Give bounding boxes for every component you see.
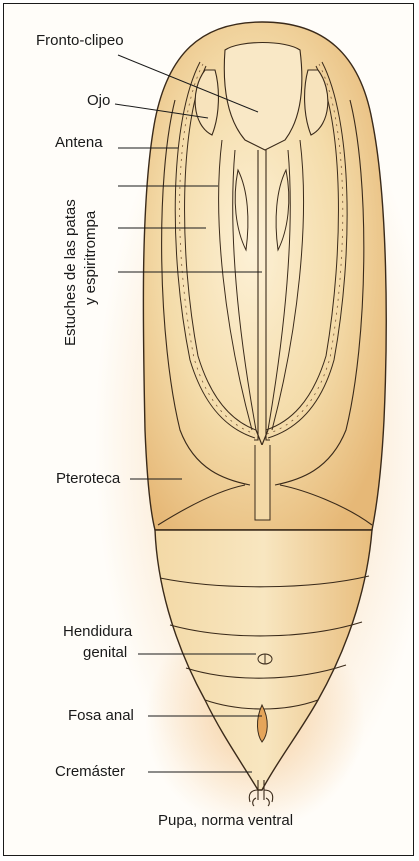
label-pteroteca: Pteroteca xyxy=(56,470,120,488)
label-fosa-anal: Fosa anal xyxy=(68,707,134,725)
label-fronto-clipeo: Fronto-clipeo xyxy=(36,32,124,50)
label-estuches-line1: Estuches de las patas xyxy=(62,199,80,346)
label-ojo: Ojo xyxy=(87,92,110,110)
proboscis-extension xyxy=(255,445,270,520)
caption: Pupa, norma ventral xyxy=(158,812,293,830)
label-estuches-line2: y espiritrompa xyxy=(82,211,100,305)
label-antena: Antena xyxy=(55,134,103,152)
label-hendidura-line2: genital xyxy=(83,644,127,662)
label-hendidura-line1: Hendidura xyxy=(63,623,132,641)
label-cremaster: Cremáster xyxy=(55,763,125,781)
